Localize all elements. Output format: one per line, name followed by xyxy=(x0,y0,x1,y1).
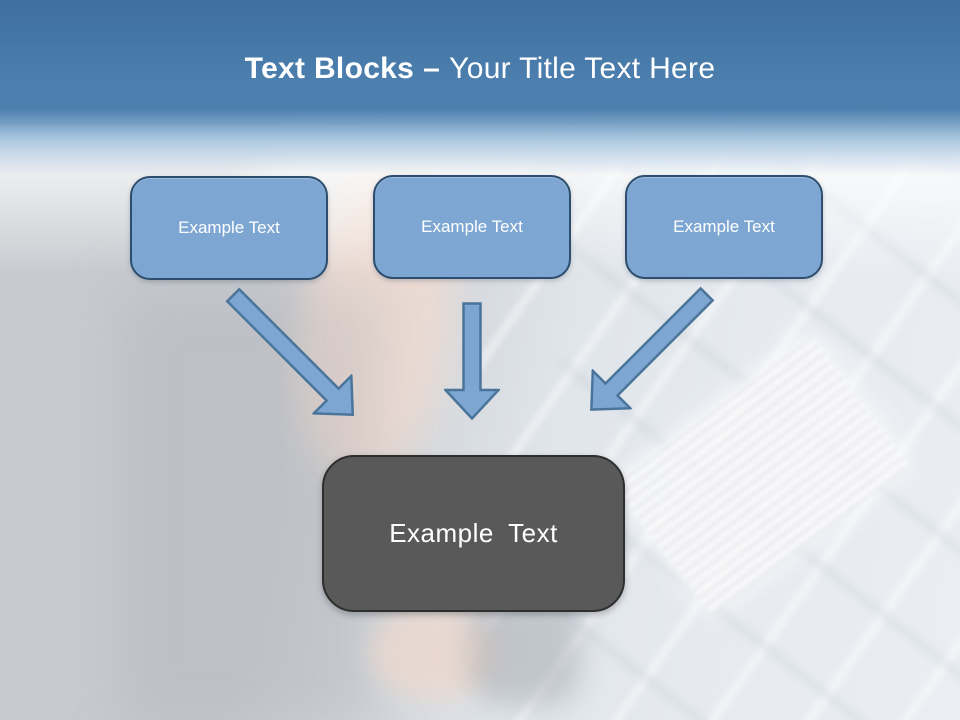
text-block-1-label: Example Text xyxy=(178,218,280,237)
text-block-2: Example Text xyxy=(373,175,571,279)
photo-phone xyxy=(470,595,580,705)
text-block-3-label: Example Text xyxy=(673,217,775,236)
arrow-down-icon xyxy=(444,302,500,420)
title-band: Text Blocks–Your Title Text Here xyxy=(0,0,960,175)
slide-title-separator: – xyxy=(423,52,441,85)
text-block-2-label: Example Text xyxy=(421,217,523,236)
arrow-down-left-icon xyxy=(571,274,728,431)
target-text-block-label: Example Text xyxy=(389,518,558,548)
slide-title-rest: Your Title Text Here xyxy=(449,52,716,85)
text-block-1: Example Text xyxy=(130,176,328,280)
arrow-down-right-icon xyxy=(212,274,373,435)
slide-title-bold: Text Blocks xyxy=(244,52,415,85)
target-text-block: Example Text xyxy=(322,455,625,612)
text-block-3: Example Text xyxy=(625,175,823,279)
photo-hand xyxy=(370,605,500,700)
slide-title: Text Blocks–Your Title Text Here xyxy=(0,52,960,86)
